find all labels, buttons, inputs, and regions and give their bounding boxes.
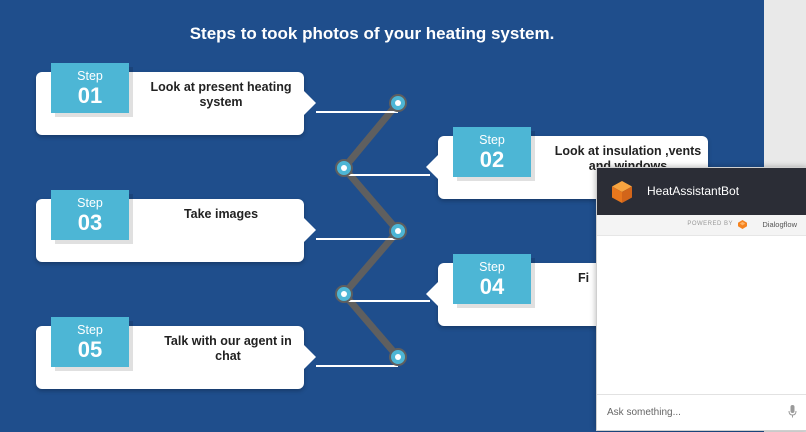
step-text: Take images	[183, 207, 259, 221]
node-5	[389, 348, 407, 366]
step-label: Step	[479, 260, 505, 274]
bot-cube-icon	[612, 181, 632, 203]
chat-header: HeatAssistantBot	[597, 168, 806, 215]
step-card-pointer	[304, 91, 316, 115]
step-card-pointer	[304, 218, 316, 242]
microphone-icon[interactable]	[788, 405, 797, 418]
step-number: 01	[77, 83, 103, 108]
step-label: Step	[77, 196, 103, 210]
step-card-pointer	[426, 155, 438, 179]
step-number: 05	[77, 337, 103, 362]
bot-name: HeatAssistantBot	[647, 184, 740, 198]
node-3	[389, 222, 407, 240]
powered-by-brand: Dialogflow	[762, 220, 797, 229]
chat-message-input[interactable]	[597, 394, 806, 430]
slide-title: Steps to took photos of your heating sys…	[189, 24, 555, 43]
step-number: 02	[479, 147, 505, 172]
step-text: Talk with our agent in chat	[164, 334, 292, 363]
powered-by-label: POWERED BY	[687, 221, 733, 227]
node-1	[389, 94, 407, 112]
step-label: Step	[77, 323, 103, 337]
step-number: 03	[77, 210, 103, 235]
step-text: Fi	[578, 271, 590, 285]
step-card-pointer	[426, 282, 438, 306]
step-label: Step	[77, 69, 103, 83]
step-badge-04: Step 04	[453, 254, 531, 304]
zigzag-connector	[316, 94, 430, 367]
dialogflow-icon	[738, 220, 747, 229]
step-badge-01: Step 01	[51, 63, 129, 113]
step-badge-05: Step 05	[51, 317, 129, 367]
step-card-pointer	[304, 345, 316, 369]
node-4	[335, 285, 353, 303]
step-text: Look at present heating system	[150, 80, 292, 109]
powered-by-bar: POWERED BY Dialogflow	[597, 215, 806, 236]
step-number: 04	[479, 274, 505, 299]
step-label: Step	[479, 133, 505, 147]
chat-widget: HeatAssistantBot POWERED BY Dialogflow	[596, 167, 806, 431]
step-badge-03: Step 03	[51, 190, 129, 240]
node-2	[335, 159, 353, 177]
step-badge-02: Step 02	[453, 127, 531, 177]
